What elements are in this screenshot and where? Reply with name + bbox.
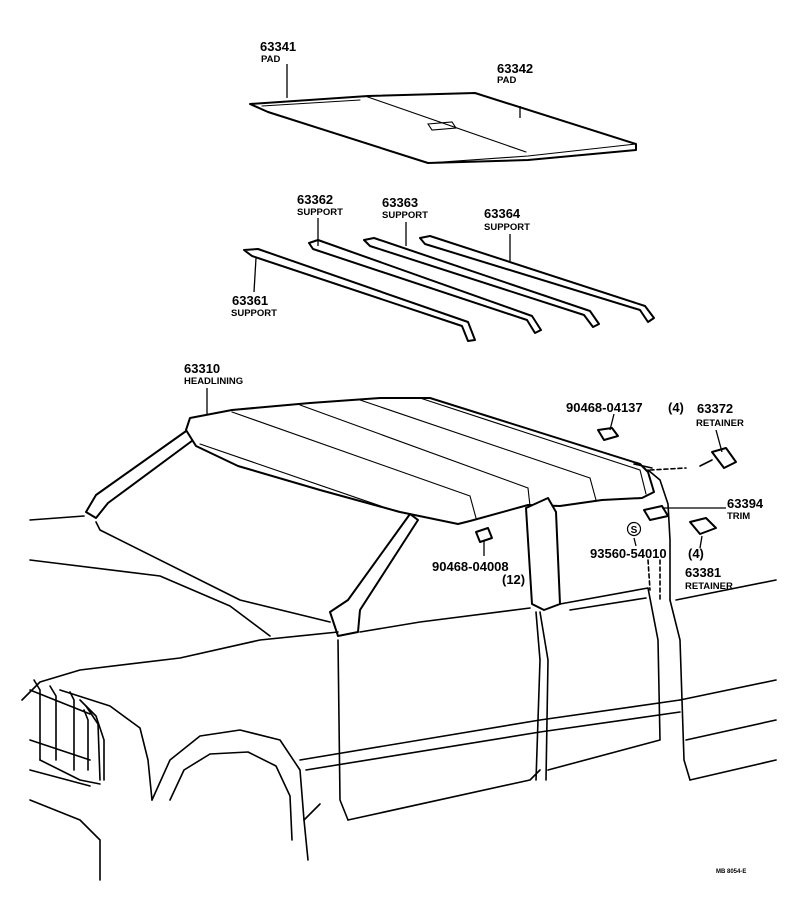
part-number-63342: 63342: [497, 61, 533, 76]
label-63364: 63364 SUPPORT: [484, 206, 530, 233]
part-number-63364: 63364: [484, 206, 521, 221]
trim-63394-part: [643, 505, 669, 521]
part-name-63310: HEADLINING: [184, 376, 243, 387]
screw-90468-04008-part: [475, 527, 493, 543]
part-number-63341: 63341: [260, 39, 296, 54]
part-number-63362: 63362: [297, 192, 333, 207]
label-63361: 63361 SUPPORT: [231, 293, 277, 319]
support-63363: [363, 237, 600, 328]
standard-part-symbol-text: S: [631, 525, 638, 536]
quantity-93560-54010: (4): [688, 546, 704, 561]
standard-part-symbol: S: [626, 521, 642, 537]
label-63342: 63342 PAD: [497, 61, 533, 86]
label-63394: 63394 TRIM: [727, 496, 764, 522]
label-93560-54010: 93560-54010 (4): [590, 546, 704, 561]
part-name-63342: PAD: [497, 75, 516, 86]
part-number-90468-04008: 90468-04008: [432, 559, 509, 574]
part-name-63361: SUPPORT: [231, 308, 277, 319]
label-63362: 63362 SUPPORT: [297, 192, 343, 218]
label-90468-04008: 90468-04008 (12): [432, 559, 525, 587]
part-name-63364: SUPPORT: [484, 222, 530, 233]
vehicle-outline: [21, 397, 777, 881]
part-number-63381: 63381: [685, 565, 721, 580]
part-name-63363: SUPPORT: [382, 210, 428, 221]
label-90468-04137: 90468-04137 (4): [566, 400, 684, 415]
part-number-63372: 63372: [697, 401, 733, 416]
label-63381: 63381 RETAINER: [685, 565, 733, 592]
roof-pad-assembly: [249, 92, 637, 164]
retainer-63372-part: [711, 447, 737, 469]
screw-90468-04137-part: [597, 427, 619, 441]
support-63361: [243, 248, 476, 342]
part-number-63310: 63310: [184, 361, 220, 376]
label-63372: 63372 RETAINER: [696, 401, 744, 429]
part-number-90468-04137: 90468-04137: [566, 400, 643, 415]
part-name-63341: PAD: [261, 54, 280, 65]
drawing-code: MB 8054-E: [716, 869, 746, 875]
part-number-63363: 63363: [382, 195, 418, 210]
support-63364: [419, 235, 655, 323]
support-63362: [308, 239, 542, 334]
part-number-93560-54010: 93560-54010: [590, 546, 667, 561]
part-name-63372: RETAINER: [696, 418, 744, 429]
part-name-63362: SUPPORT: [297, 207, 343, 218]
label-63341: 63341 PAD: [260, 39, 296, 65]
part-name-63381: RETAINER: [685, 581, 733, 592]
label-63363: 63363 SUPPORT: [382, 195, 428, 221]
quantity-90468-04008: (12): [502, 572, 525, 587]
retainer-63381-part: [689, 517, 717, 535]
leader-lines: [206, 64, 726, 556]
part-number-63394: 63394: [727, 496, 764, 511]
part-name-63394: TRIM: [727, 511, 750, 522]
quantity-90468-04137: (4): [668, 400, 684, 415]
label-63310: 63310 HEADLINING: [184, 361, 243, 387]
part-number-63361: 63361: [232, 293, 268, 308]
